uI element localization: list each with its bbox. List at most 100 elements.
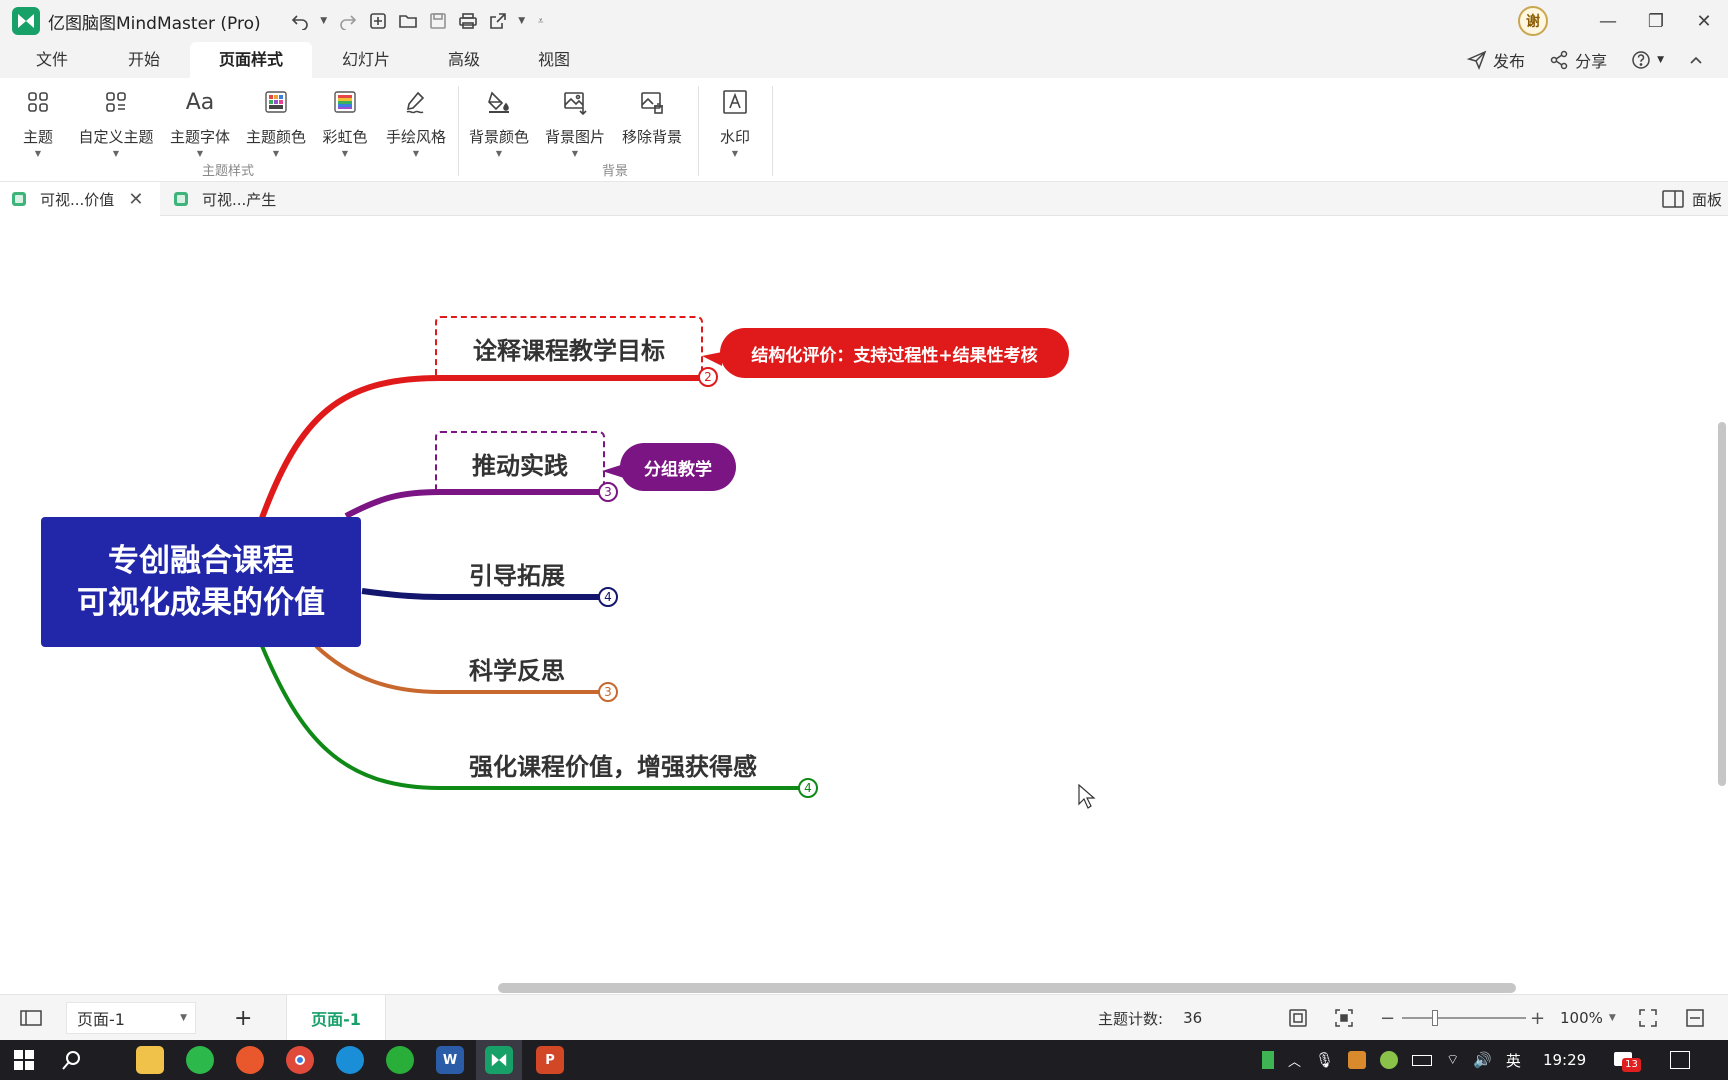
edge-icon[interactable] (336, 1046, 364, 1074)
zoom-out-button[interactable]: − (1380, 995, 1395, 1041)
close-window-icon[interactable]: ✕ (1696, 10, 1712, 32)
file-explorer-icon[interactable] (136, 1046, 164, 1074)
zoom-level: 100% (1560, 1009, 1603, 1027)
action-center-icon[interactable] (1670, 1051, 1691, 1069)
fullscreen-button[interactable] (1638, 995, 1658, 1041)
doc-tab-1[interactable]: 可视...价值 ✕ (0, 182, 160, 216)
page-tab-1[interactable]: 页面-1 (286, 995, 386, 1041)
remove-background-button[interactable]: 移除背景 (616, 86, 688, 168)
root-topic-line1: 专创融合课程 (108, 543, 294, 579)
tab-start[interactable]: 开始 (127, 50, 160, 69)
tray-green-icon[interactable] (1380, 1051, 1399, 1069)
microphone-icon[interactable]: 🎙 (1315, 1051, 1335, 1069)
topic-4[interactable]: 科学反思 (469, 651, 565, 686)
windows-start-icon[interactable] (10, 1046, 38, 1074)
print-icon[interactable] (457, 10, 479, 32)
vertical-scrollbar[interactable] (1718, 422, 1726, 786)
topic-count-badge[interactable]: 4 (598, 587, 618, 607)
topic-5[interactable]: 强化课程价值，增强获得感 (469, 747, 757, 782)
export-dropdown-icon[interactable]: ▼ (518, 16, 526, 26)
background-image-button[interactable]: 背景图片 ▼ (542, 86, 608, 168)
topic-3[interactable]: 引导拓展 (469, 556, 565, 591)
zoom-level-dropdown[interactable]: 100% ▼ (1560, 995, 1616, 1041)
watermark-button[interactable]: 水印 ▼ (708, 86, 762, 168)
fit-page-button[interactable] (1288, 995, 1308, 1041)
zoom-slider-track[interactable] (1402, 1010, 1526, 1026)
collapse-status-button[interactable] (1686, 995, 1704, 1041)
topic-count-badge[interactable]: 3 (598, 482, 618, 502)
restore-icon[interactable]: ❐ (1647, 10, 1665, 32)
help-button[interactable]: ▼ (1631, 50, 1664, 70)
caret-icon: ▼ (731, 149, 739, 158)
mindmap-canvas[interactable]: 专创融合课程 可视化成果的价值 诠释课程教学目标 2 结构化评价：支持过程性+结… (0, 216, 1728, 994)
theme-color-button[interactable]: 主题颜色 ▼ (242, 86, 310, 168)
clock[interactable]: 19:29 (1542, 1051, 1587, 1069)
ime-indicator[interactable]: 英 (1505, 1051, 1521, 1070)
tab-file[interactable]: 文件 (35, 50, 68, 69)
new-file-icon[interactable] (367, 10, 389, 32)
notification-icon[interactable]: 13 (1614, 1050, 1641, 1072)
tab-view[interactable]: 视图 (537, 50, 570, 69)
tray-app-icon[interactable] (1262, 1051, 1274, 1069)
tab-slideshow[interactable]: 幻灯片 (341, 50, 390, 69)
toggle-sidebar-button[interactable] (20, 995, 42, 1041)
customize-toolbar-icon[interactable]: ⩡ (537, 15, 544, 27)
page-selector[interactable]: 页面-1 ▼ (66, 1002, 196, 1034)
search-icon[interactable] (58, 1046, 86, 1074)
battery-icon[interactable] (1412, 1054, 1433, 1066)
tray-tool-icon[interactable] (1348, 1051, 1367, 1069)
theme-font-button[interactable]: Aa 主题字体 ▼ (166, 86, 234, 168)
save-icon[interactable] (427, 10, 449, 32)
collapse-ribbon-button[interactable] (1688, 52, 1704, 68)
app-colorful-icon[interactable] (236, 1046, 264, 1074)
topic-2[interactable]: 推动实践 (435, 431, 605, 495)
app-green-icon[interactable] (186, 1046, 214, 1074)
zoom-in-button[interactable]: + (1530, 995, 1545, 1041)
topic-count-badge[interactable]: 2 (698, 367, 718, 387)
share-button[interactable]: 分享 (1549, 48, 1607, 72)
topic-label: 诠释课程教学目标 (473, 336, 665, 365)
word-icon[interactable]: W (436, 1046, 464, 1074)
user-avatar[interactable]: 谢 (1518, 6, 1548, 36)
callout-topic-2[interactable]: 分组教学 (620, 443, 736, 491)
custom-theme-button[interactable]: 自定义主题 ▼ (74, 86, 158, 168)
topic-count-badge[interactable]: 3 (598, 682, 618, 702)
hand-drawn-style-button[interactable]: 手绘风格 ▼ (380, 86, 452, 168)
callout-label: 结构化评价：支持过程性+结果性考核 (751, 345, 1038, 366)
callout-topic-1[interactable]: 结构化评价：支持过程性+结果性考核 (720, 328, 1069, 378)
fit-selection-button[interactable] (1334, 995, 1354, 1041)
powerpoint-icon[interactable]: P (536, 1046, 564, 1074)
publish-button[interactable]: 发布 (1467, 48, 1525, 72)
open-folder-icon[interactable] (397, 10, 419, 32)
chrome-icon[interactable] (286, 1046, 314, 1074)
topic-count-value: 36 (1183, 1009, 1203, 1027)
zoom-slider[interactable] (1402, 995, 1526, 1041)
minimize-icon[interactable]: — (1599, 10, 1617, 32)
horizontal-scrollbar[interactable] (498, 983, 1516, 993)
topic-count-badge[interactable]: 4 (798, 778, 818, 798)
theme-label: 主题 (22, 128, 53, 146)
caret-icon: ▼ (571, 149, 579, 158)
topic-1[interactable]: 诠释课程教学目标 (435, 316, 703, 380)
mindmaster-taskbar-icon[interactable] (485, 1046, 513, 1074)
undo-dropdown-icon[interactable]: ▼ (320, 16, 328, 26)
undo-icon[interactable] (289, 10, 311, 32)
tab-page-style[interactable]: 页面样式 (190, 42, 312, 78)
close-tab-icon[interactable]: ✕ (128, 188, 144, 210)
doc-tab-2[interactable]: 可视...产生 (162, 182, 322, 216)
tab-advanced[interactable]: 高级 (447, 50, 480, 69)
export-icon[interactable] (487, 10, 509, 32)
theme-button[interactable]: 主题 ▼ (14, 86, 62, 168)
redo-icon[interactable] (337, 10, 359, 32)
background-color-button[interactable]: 背景颜色 ▼ (466, 86, 532, 168)
add-page-button[interactable]: + (234, 995, 252, 1041)
chevron-up-icon[interactable]: ︿ (1288, 1054, 1302, 1070)
rainbow-button[interactable]: 彩虹色 ▼ (318, 86, 372, 168)
zoom-slider-thumb[interactable] (1432, 1010, 1438, 1026)
root-topic[interactable]: 专创融合课程 可视化成果的价值 (41, 517, 361, 647)
wechat-icon[interactable] (386, 1046, 414, 1074)
panel-toggle-button[interactable]: 面板 (1662, 182, 1722, 216)
volume-icon[interactable]: 🔊 (1473, 1051, 1492, 1069)
color-palette-icon (262, 88, 290, 116)
wifi-icon[interactable]: ⌔ (1446, 1052, 1460, 1068)
